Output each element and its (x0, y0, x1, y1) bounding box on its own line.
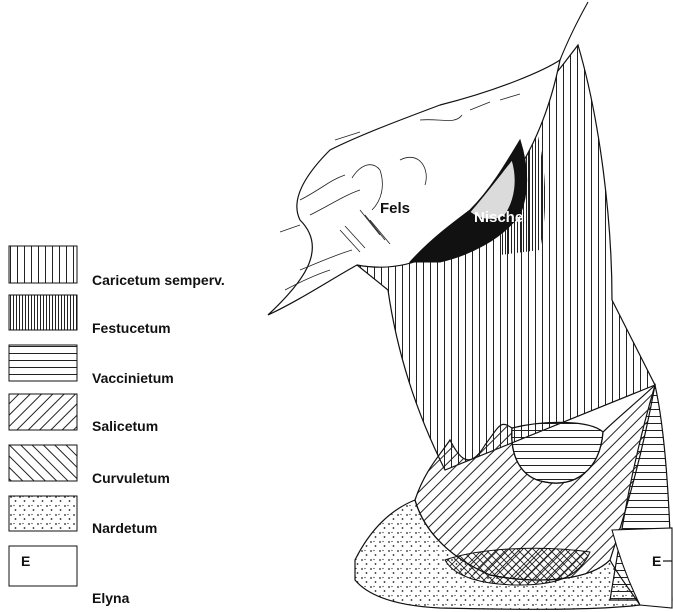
legend-elyna-symbol: E (21, 553, 30, 569)
legend-item-elyna: E Elyna (9, 546, 130, 606)
legend-item-caricetum: Caricetum semperv. (9, 246, 225, 288)
legend-swatch-dots (9, 496, 77, 531)
legend-label: Salicetum (92, 418, 158, 434)
legend-swatch-vertical (9, 246, 77, 283)
legend-item-salicetum: Salicetum (9, 394, 158, 434)
legend-swatch-elyna (9, 546, 77, 586)
map-area: E Fels Nische (268, 2, 672, 609)
legend-label: Caricetum semperv. (92, 272, 225, 288)
legend-label: Curvuletum (92, 470, 170, 486)
legend-item-vaccinietum: Vaccinietum (9, 345, 174, 386)
legend-item-festucetum: Festucetum (9, 295, 171, 336)
elyna-marker: E (652, 553, 661, 569)
legend-label: Vaccinietum (92, 370, 174, 386)
legend: Caricetum semperv. Festucetum Vaccinietu… (9, 246, 225, 606)
legend-label: Nardetum (92, 520, 157, 536)
niche-label: Nische (474, 209, 523, 226)
legend-swatch-dense-vertical (9, 295, 77, 330)
rock-label: Fels (380, 200, 410, 217)
legend-label: Festucetum (92, 320, 171, 336)
legend-item-curvuletum: Curvuletum (9, 445, 170, 486)
legend-item-nardetum: Nardetum (9, 496, 157, 536)
legend-label: Elyna (92, 590, 130, 606)
legend-swatch-horizontal (9, 345, 77, 381)
legend-swatch-diagonal-forward (9, 394, 77, 430)
legend-swatch-diagonal-backward (9, 445, 77, 481)
